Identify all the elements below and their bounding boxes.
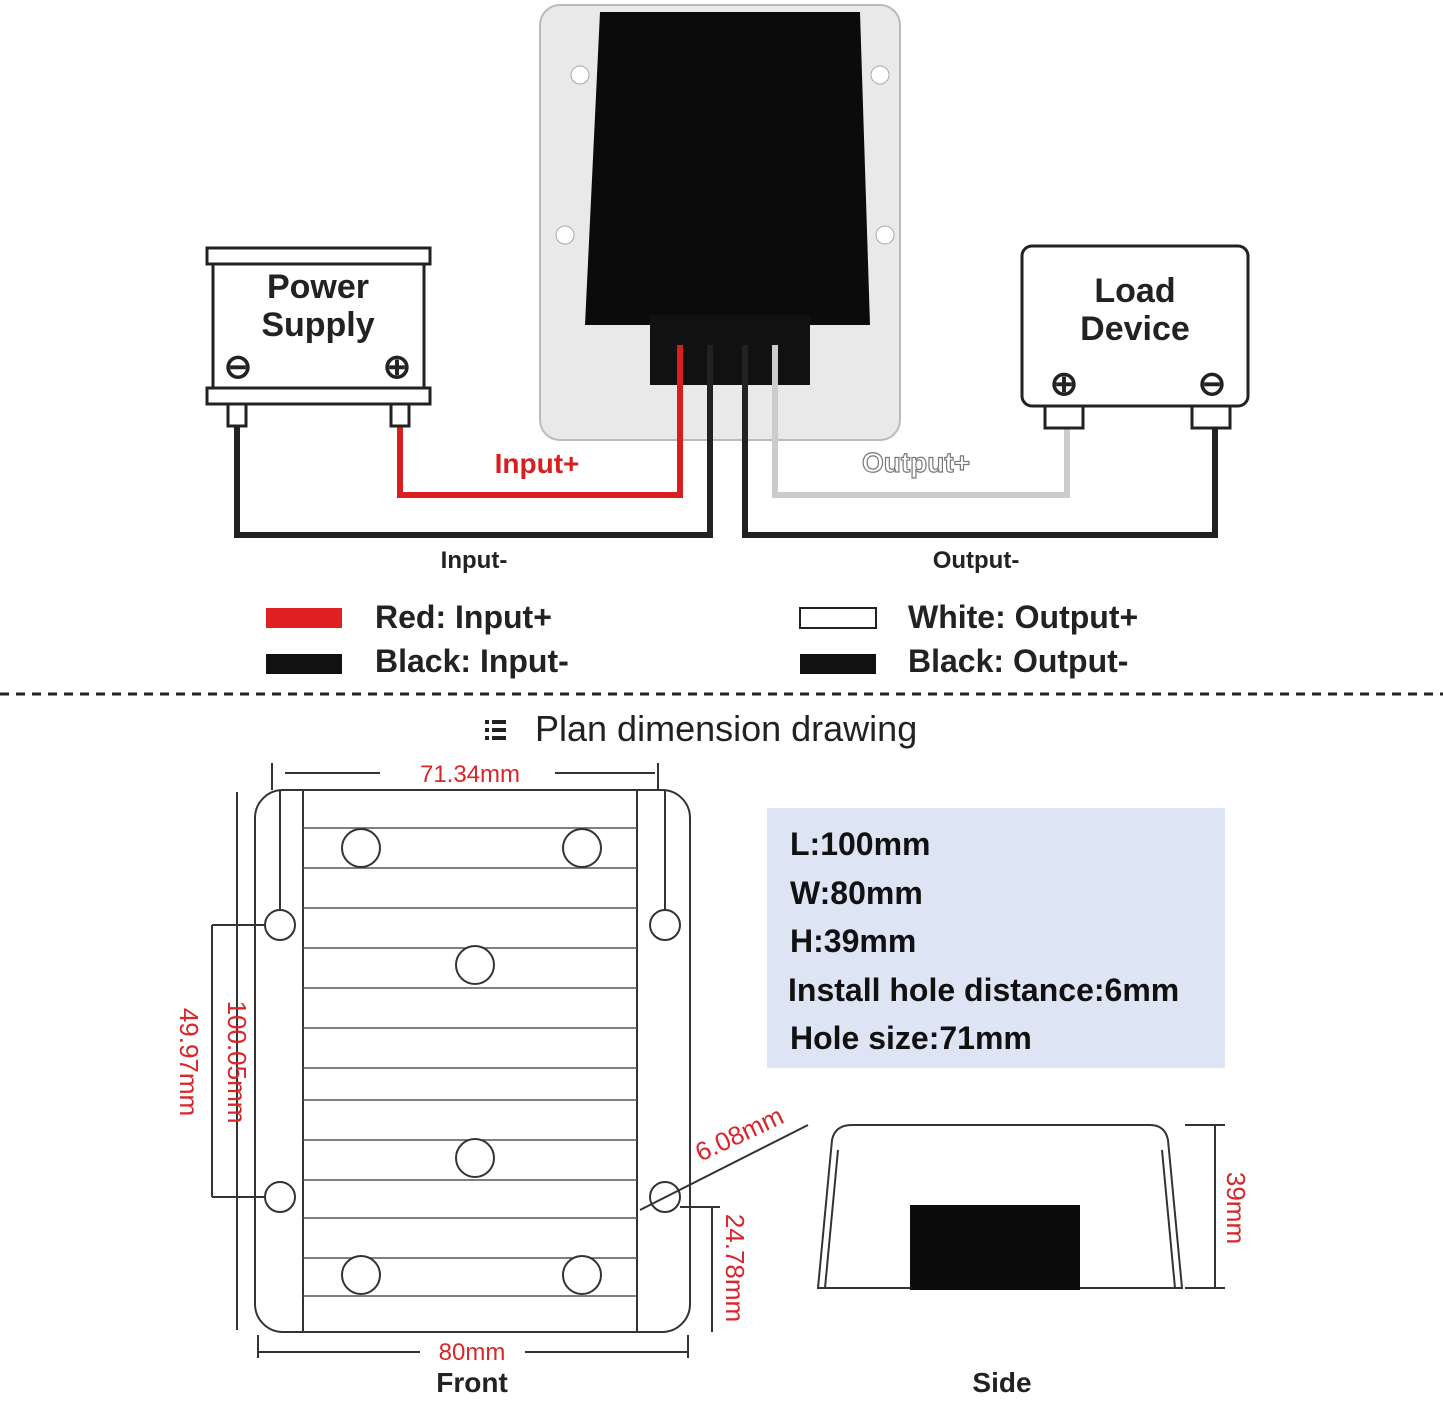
- plan-title-text: Plan dimension drawing: [535, 708, 917, 749]
- spec-hole-distance: Install hole distance:6mm: [788, 972, 1179, 1008]
- spec-hole-size: Hole size:71mm: [790, 1020, 1032, 1056]
- power-supply-title-2: Supply: [261, 306, 374, 344]
- power-supply-title: Power: [267, 268, 369, 306]
- front-label: Front: [436, 1367, 508, 1398]
- side-label: Side: [972, 1367, 1031, 1398]
- spec-width: W:80mm: [790, 875, 923, 911]
- side-view: [816, 1124, 1225, 1290]
- input-minus-label: Input-: [441, 547, 508, 574]
- dim-top-width: 71.34mm: [420, 761, 520, 788]
- power-supply: Power Supply ⊖ ⊕: [205, 246, 432, 428]
- legend-swatch-black: [800, 654, 876, 674]
- front-view: [211, 763, 809, 1358]
- dim-bottom-width: 80mm: [439, 1339, 506, 1366]
- load-device-title-2: Device: [1080, 310, 1190, 348]
- wires: [234, 345, 1218, 538]
- dim-side-height: 39mm: [1221, 1172, 1251, 1244]
- plus-icon: ⊕: [383, 348, 412, 386]
- converter-module: [539, 4, 901, 441]
- spec-height: H:39mm: [790, 923, 916, 959]
- legend-swatch-red: [266, 608, 342, 628]
- dim-hole-size: 6.08mm: [690, 1100, 788, 1167]
- output-minus-label: Output-: [933, 547, 1020, 574]
- legend: Red: Input+ Black: Input- White: Output+…: [266, 599, 1138, 679]
- dim-total-height: 100.05mm: [222, 1001, 252, 1124]
- dim-bottom-offset: 24.78mm: [720, 1214, 750, 1322]
- legend-label: Red: Input+: [375, 599, 552, 635]
- plus-icon: ⊕: [1050, 365, 1079, 403]
- dim-hole-span: 49.97mm: [174, 1008, 204, 1116]
- minus-icon: ⊖: [1198, 365, 1227, 403]
- spec-length: L:100mm: [790, 826, 931, 862]
- input-plus-label: Input+: [495, 448, 580, 479]
- legend-swatch-white: [799, 607, 877, 629]
- legend-label: Black: Input-: [375, 643, 569, 679]
- spec-box: L:100mm W:80mm H:39mm Install hole dista…: [767, 808, 1225, 1068]
- legend-label: White: Output+: [908, 599, 1138, 635]
- legend-swatch-black: [266, 654, 342, 674]
- list-icon: [485, 720, 506, 740]
- legend-label: Black: Output-: [908, 643, 1128, 679]
- load-device: Load Device ⊕ ⊖: [1020, 244, 1250, 430]
- output-plus-label: Output+: [862, 447, 970, 478]
- minus-icon: ⊖: [224, 348, 253, 386]
- plan-title: Plan dimension drawing: [485, 708, 917, 749]
- load-device-title: Load: [1094, 272, 1175, 310]
